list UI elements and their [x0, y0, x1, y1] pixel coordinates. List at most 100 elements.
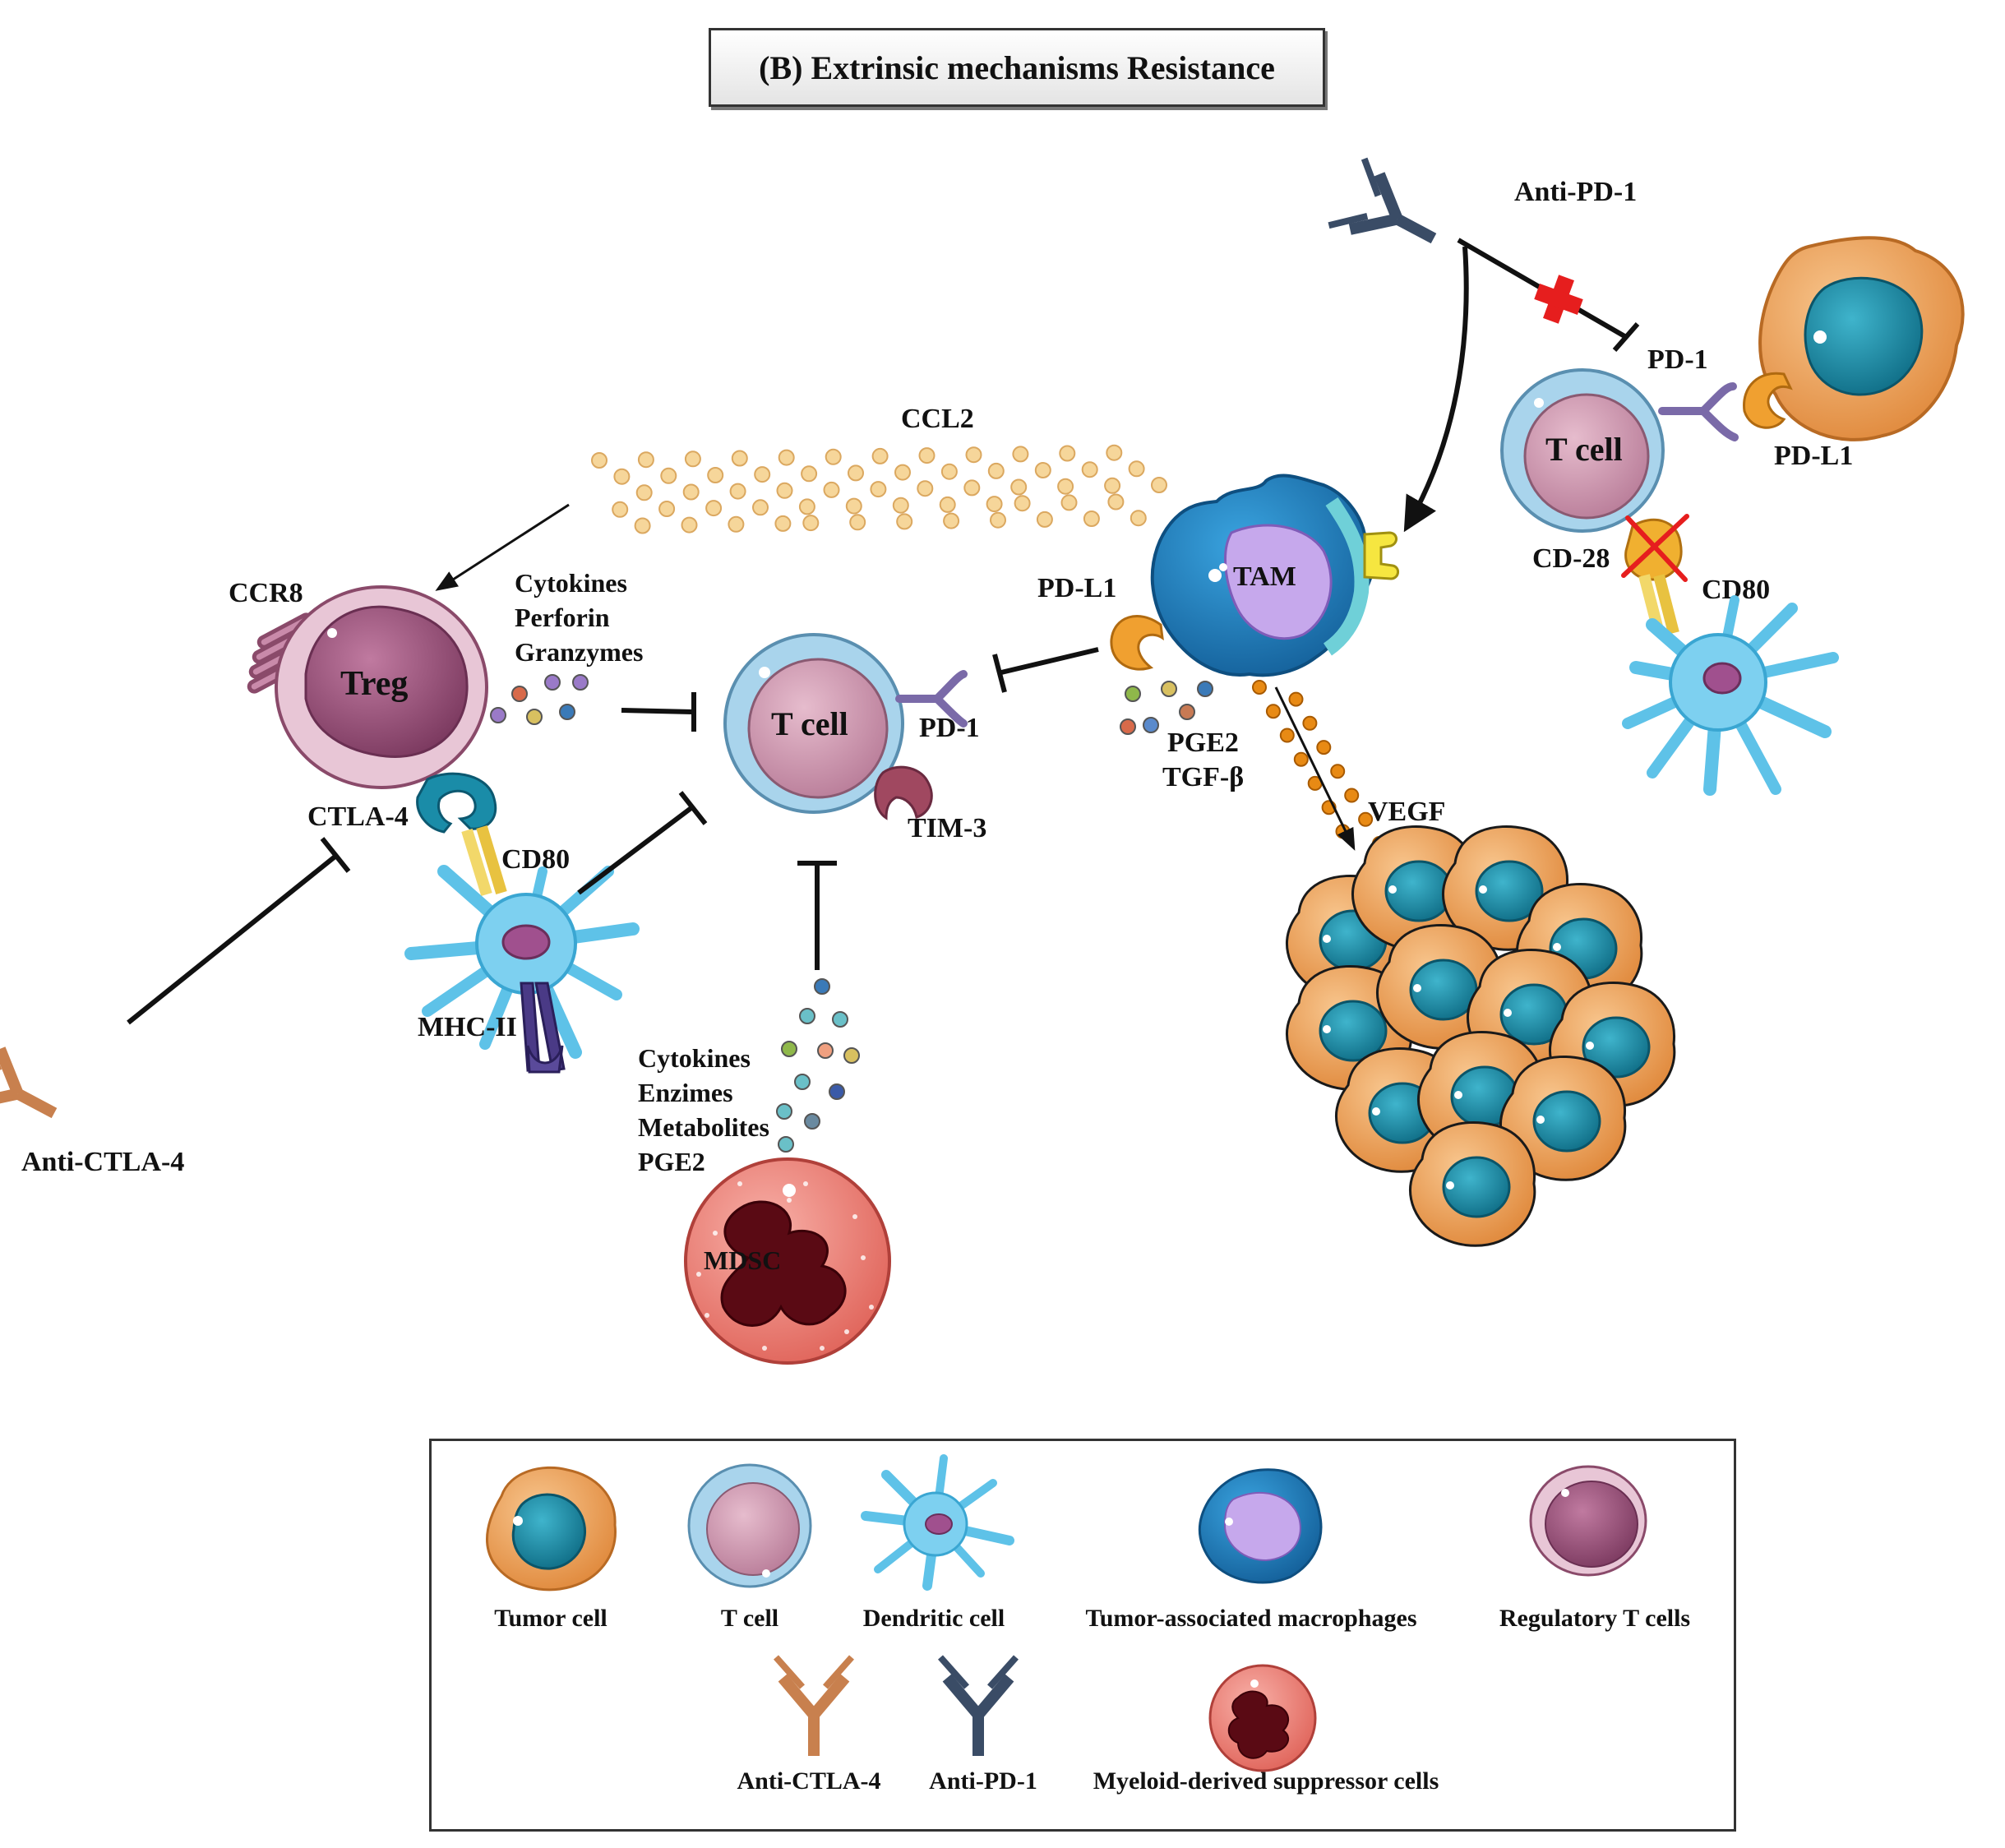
ccl2-dot	[798, 498, 815, 515]
cd28-receptor-icon	[1624, 518, 1683, 635]
ccl2-dot	[845, 497, 862, 515]
legend-dendritic-cell-icon	[861, 1454, 1014, 1591]
vegf-dots	[1252, 680, 1387, 851]
ccl2-dot	[705, 500, 723, 517]
legend-tam-label: Tumor-associated macrophages	[1085, 1605, 1416, 1632]
tam-cell: TAM	[1150, 474, 1376, 677]
legend-tumor-cell-icon	[486, 1466, 617, 1592]
ccl2-dot	[1107, 493, 1125, 511]
tumor-cell-top-right	[1758, 236, 1965, 441]
perforin-label: Perforin	[515, 603, 610, 632]
ccl2-dot	[823, 481, 840, 498]
tam-label: TAM	[1233, 561, 1296, 592]
ccl2-dot	[825, 448, 842, 465]
pge2-mdsc-label: PGE2	[638, 1147, 705, 1176]
anti-ctla4-inhibits-line	[127, 837, 351, 1025]
cytokines-mdsc-label: Cytokines	[638, 1043, 751, 1073]
ccl2-dot	[1012, 446, 1029, 463]
vegf-dot	[1265, 704, 1281, 719]
legend-treg-label: Regulatory T cells	[1499, 1605, 1690, 1632]
ctla4-receptor-icon	[416, 772, 497, 834]
anti-pd1-antibody-icon	[1328, 159, 1451, 272]
tumor-cluster	[1285, 825, 1676, 1247]
ccl2-dot	[1057, 478, 1074, 495]
vegf-label: VEGF	[1368, 797, 1445, 827]
ccl2-chemokine-dots	[591, 444, 1167, 534]
ccl2-dot	[684, 450, 701, 468]
red-x-icon	[1621, 514, 1689, 582]
ccl2-dot	[681, 516, 698, 534]
vegf-dot	[1316, 740, 1332, 755]
cd28-label: CD-28	[1532, 543, 1610, 574]
mdsc-cell: MDSC	[684, 1157, 891, 1365]
ccl2-dot	[870, 481, 887, 498]
treg-cell: Treg	[275, 585, 488, 789]
ccl2-dot	[752, 499, 769, 516]
legend-tumor-cell-label: Tumor cell	[494, 1605, 608, 1632]
mdsc-label: MDSC	[704, 1245, 781, 1275]
ccl2-dot	[801, 465, 818, 483]
ccl2-dot	[939, 496, 956, 513]
ccl2-dot	[1010, 478, 1028, 496]
vegf-dot	[1302, 715, 1318, 731]
ccl2-dot	[848, 464, 864, 482]
pd1-receptor-right-icon	[1658, 382, 1739, 441]
red-cross-icon	[1534, 275, 1583, 324]
ccl2-dot	[754, 466, 771, 483]
ccl2-dot	[990, 511, 1006, 529]
vegf-dot	[1279, 728, 1295, 743]
ccl2-dot	[892, 497, 909, 514]
legend-tam-icon	[1198, 1468, 1323, 1584]
ccl2-dot	[1106, 444, 1123, 461]
anti-ctla4-antibody-icon	[0, 1033, 72, 1147]
pdl1-receptor-right-icon	[1743, 372, 1793, 429]
tumor-cluster-cell	[1351, 825, 1479, 951]
legend-treg-icon	[1529, 1465, 1647, 1577]
ccr8-label: CCR8	[229, 578, 303, 608]
ccl2-dot	[871, 447, 889, 464]
pge2-tgfb-dots	[1120, 681, 1213, 735]
ccl2-dot	[918, 447, 936, 464]
metabolites-label: Metabolites	[638, 1112, 769, 1142]
vegf-dot	[1288, 691, 1304, 707]
ccl2-dot	[729, 483, 746, 500]
ccl2-dot	[1060, 494, 1078, 511]
tam-to-tumor-arrow	[1274, 686, 1356, 851]
t-cell-right: T cell	[1500, 368, 1665, 533]
ccl2-dot	[849, 514, 866, 531]
mhc2-receptor-icon	[520, 982, 566, 1074]
cytokines-treg-label: Cytokines	[515, 568, 627, 598]
pdl1-receptor-tam-icon	[1110, 615, 1164, 671]
ccl2-dot	[682, 483, 700, 501]
ccl2-dot	[1059, 445, 1076, 462]
vegf-dot	[1330, 764, 1346, 779]
t-cell-right-label: T cell	[1545, 431, 1623, 468]
ccl2-dot	[963, 479, 981, 497]
legend-anti-ctla4-icon	[776, 1657, 852, 1756]
tim3-label: TIM-3	[908, 813, 986, 843]
diagram-title: (B) Extrinsic mechanisms Resistance	[709, 28, 1325, 107]
t-cell-center: T cell	[723, 633, 904, 814]
ccl2-dot	[707, 467, 724, 483]
ccl2-dot	[774, 515, 792, 532]
legend-mdsc-icon	[1208, 1664, 1317, 1772]
vegf-dot	[1358, 811, 1374, 827]
ccl2-dot	[986, 496, 1003, 513]
t-cell-center-label: T cell	[771, 705, 848, 742]
ccl2-dot	[1104, 477, 1121, 494]
ccl2-dot	[613, 468, 631, 485]
ccl2-dot	[731, 450, 748, 467]
granzymes-label: Granzymes	[515, 637, 643, 667]
ccl2-dot	[894, 464, 911, 481]
dendritic-cell-left	[404, 865, 640, 1059]
pd1-receptor-center-icon	[895, 670, 968, 728]
ccl2-to-treg-arrow	[435, 503, 570, 591]
treg-secretion-dots	[490, 674, 589, 725]
anti-ctla4-label: Anti-CTLA-4	[21, 1147, 184, 1177]
ccl2-dot	[634, 517, 651, 534]
ccl2-dot	[778, 449, 795, 466]
pdl1-right-label: PD-L1	[1774, 441, 1853, 471]
ccl2-dot	[1083, 511, 1100, 527]
ctla4-label: CTLA-4	[307, 802, 409, 832]
